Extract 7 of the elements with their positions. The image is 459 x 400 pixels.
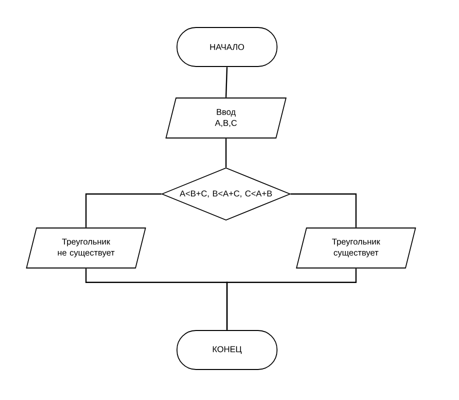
connector-line (225, 67, 228, 98)
start-terminal: НАЧАЛО (176, 27, 278, 67)
end-terminal: КОНЕЦ (176, 330, 278, 370)
connector-line (225, 138, 227, 168)
connector-line (85, 193, 162, 228)
connector-line (226, 268, 357, 330)
connector-line (290, 193, 357, 228)
